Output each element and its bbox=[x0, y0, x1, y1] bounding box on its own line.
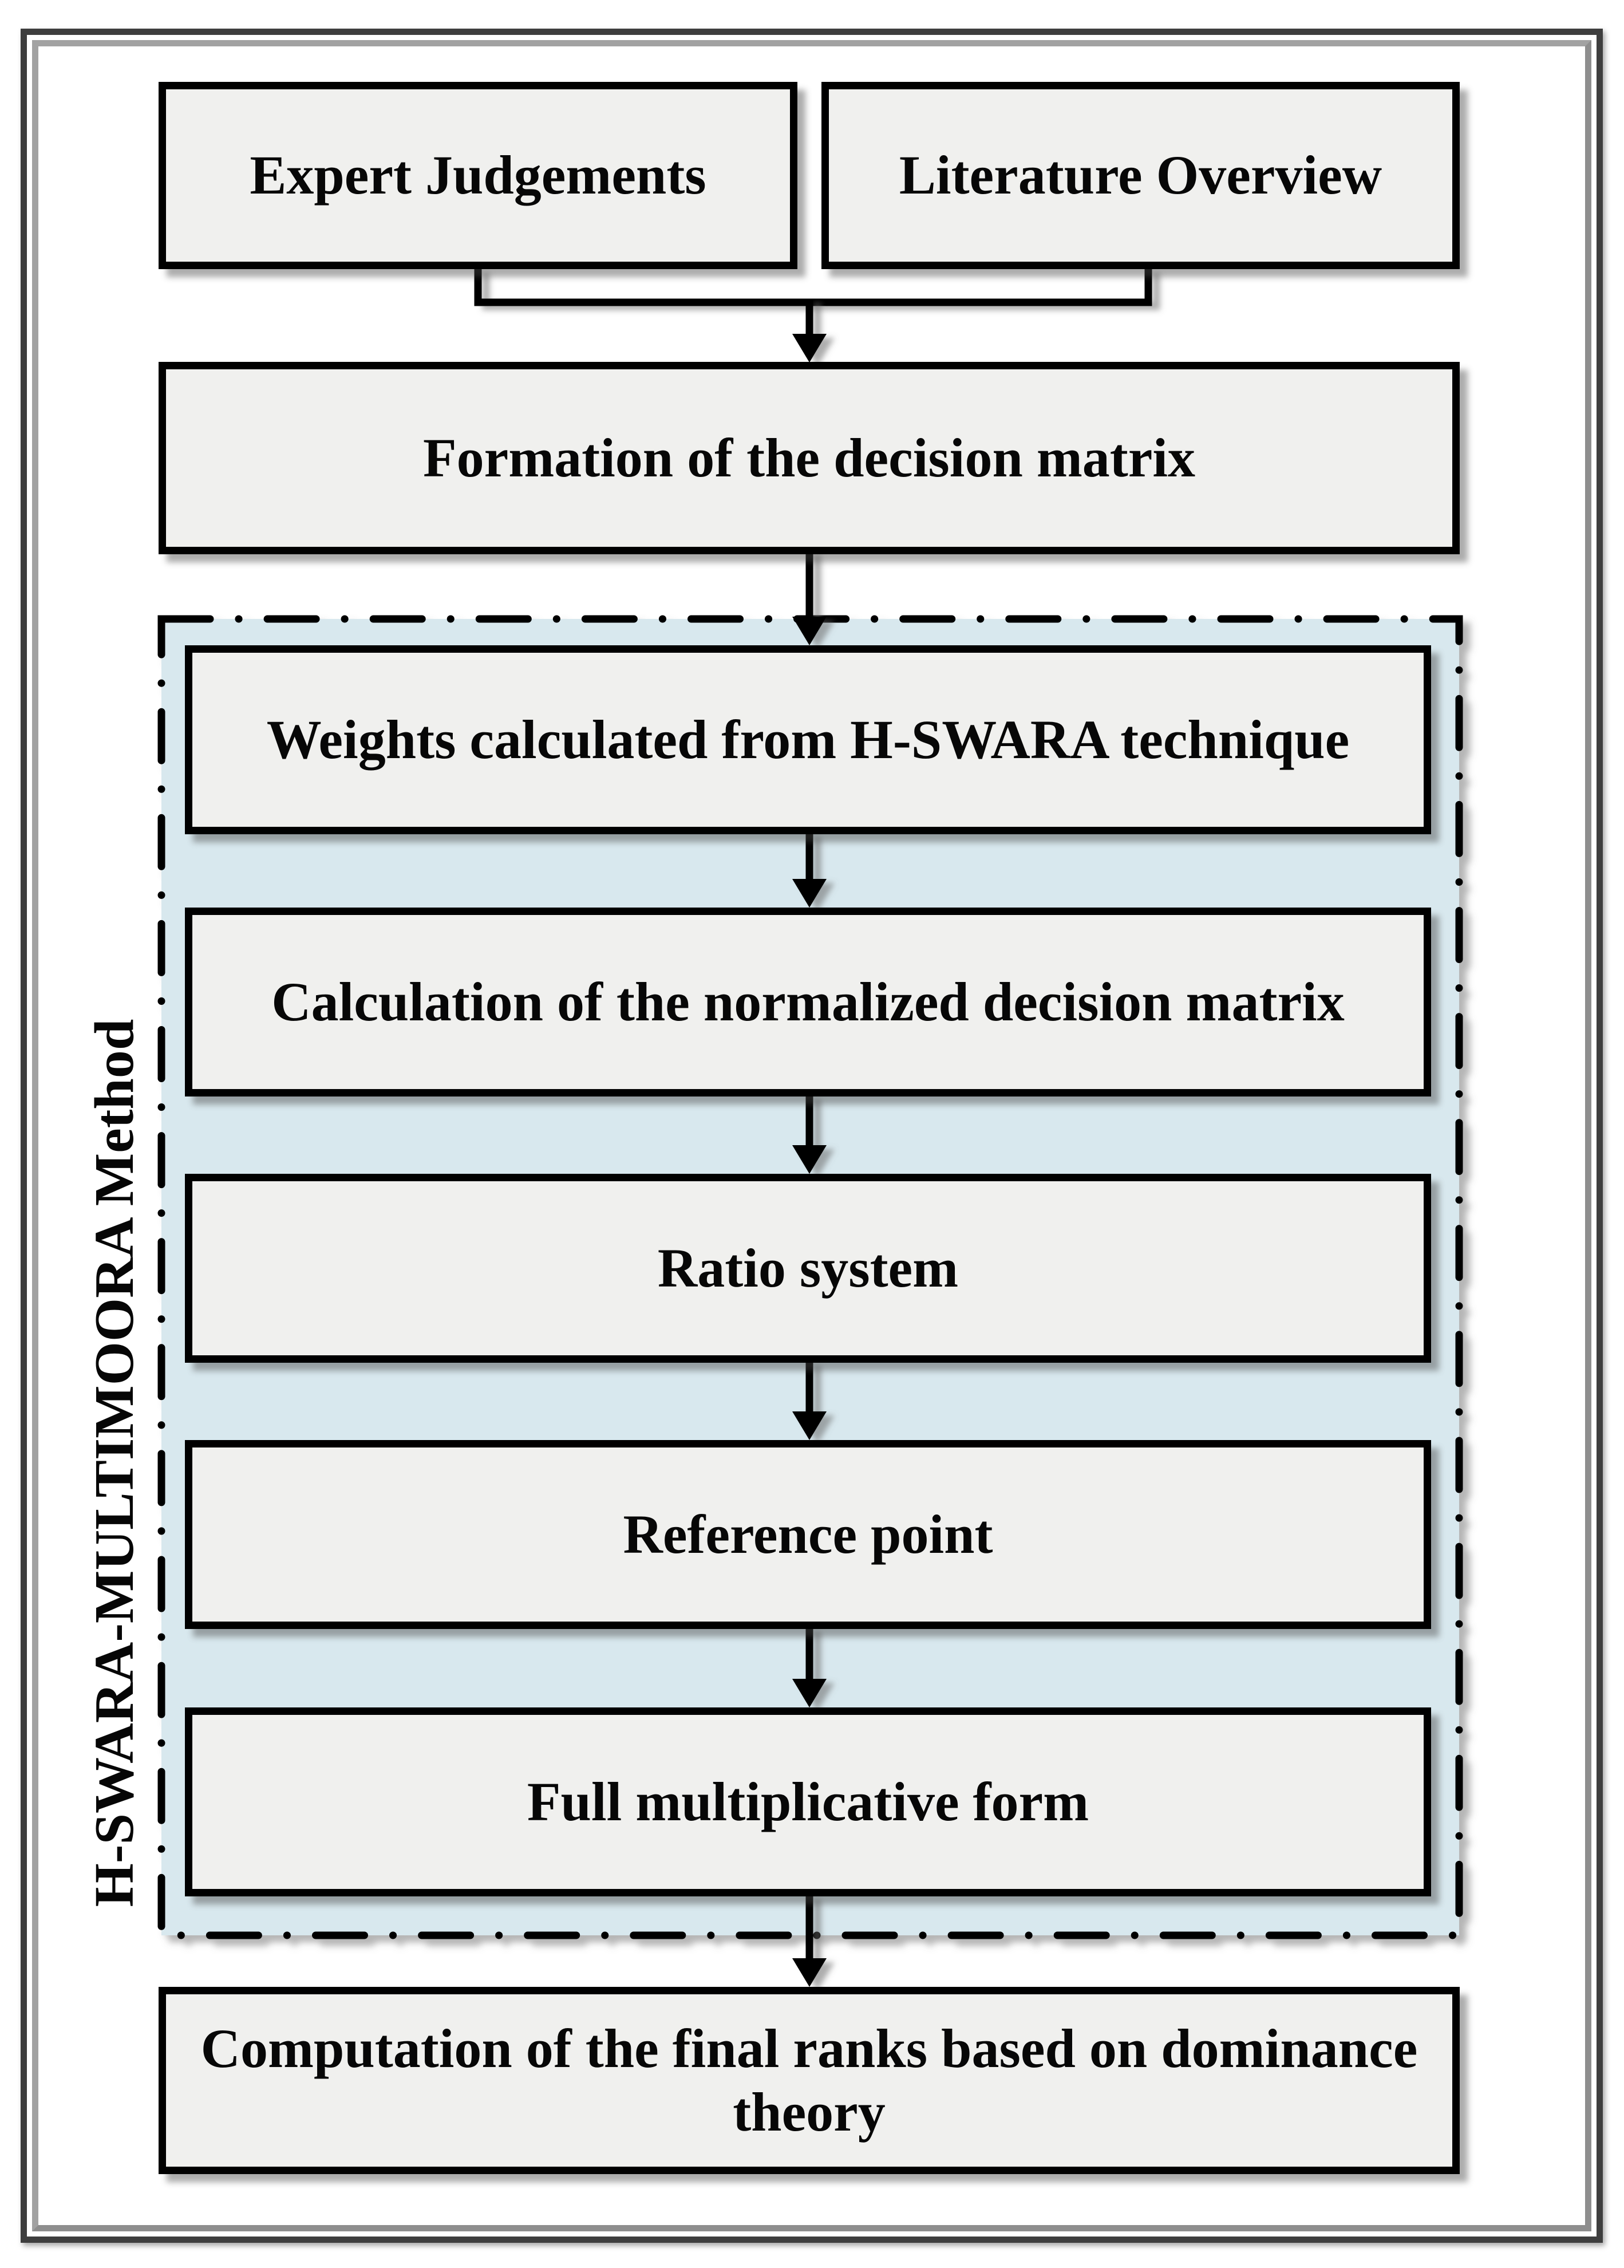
node-literature-overview: Literature Overview bbox=[821, 82, 1460, 269]
node-normalized-decision-matrix: Calculation of the normalized decision m… bbox=[185, 908, 1431, 1096]
node-expert-judgements: Expert Judgements bbox=[159, 82, 797, 269]
arrow-to-formation-icon bbox=[792, 299, 827, 362]
node-reference-point: Reference point bbox=[185, 1440, 1431, 1629]
node-label-line2: theory bbox=[733, 2081, 886, 2143]
node-final-ranks-dominance: Computation of the final ranks based on … bbox=[159, 1987, 1460, 2174]
arrow-to-multiplicative-icon bbox=[792, 1628, 827, 1707]
node-label: Literature Overview bbox=[899, 144, 1382, 206]
inner-picture-frame bbox=[32, 40, 1591, 2231]
node-ratio-system: Ratio system bbox=[185, 1174, 1431, 1363]
method-side-label: H-SWARA-MULTIMOORA Method bbox=[84, 1019, 145, 1907]
arrow-to-normalized-icon bbox=[792, 833, 827, 908]
node-label-line1: Computation of the final ranks based on … bbox=[200, 2018, 1418, 2080]
node-label: Calculation of the normalized decision m… bbox=[271, 971, 1345, 1032]
node-label: Ratio system bbox=[657, 1237, 959, 1299]
node-label: Reference point bbox=[623, 1503, 993, 1565]
arrow-to-weights-icon bbox=[792, 551, 827, 645]
node-formation-decision-matrix: Formation of the decision matrix bbox=[159, 362, 1460, 554]
arrow-to-reference-icon bbox=[792, 1362, 827, 1440]
node-label: Full multiplicative form bbox=[527, 1770, 1089, 1832]
arrow-to-final-icon bbox=[792, 1895, 827, 1987]
node-label: Formation of the decision matrix bbox=[422, 427, 1196, 488]
outer-picture-frame bbox=[21, 29, 1603, 2243]
node-label: Weights calculated from H-SWARA techniqu… bbox=[266, 708, 1350, 770]
node-label: Expert Judgements bbox=[250, 144, 706, 206]
node-weights-hswara: Weights calculated from H-SWARA techniqu… bbox=[185, 645, 1431, 834]
arrow-to-ratio-icon bbox=[792, 1095, 827, 1174]
node-full-multiplicative-form: Full multiplicative form bbox=[185, 1707, 1431, 1896]
merge-bracket-connector bbox=[474, 269, 1152, 306]
